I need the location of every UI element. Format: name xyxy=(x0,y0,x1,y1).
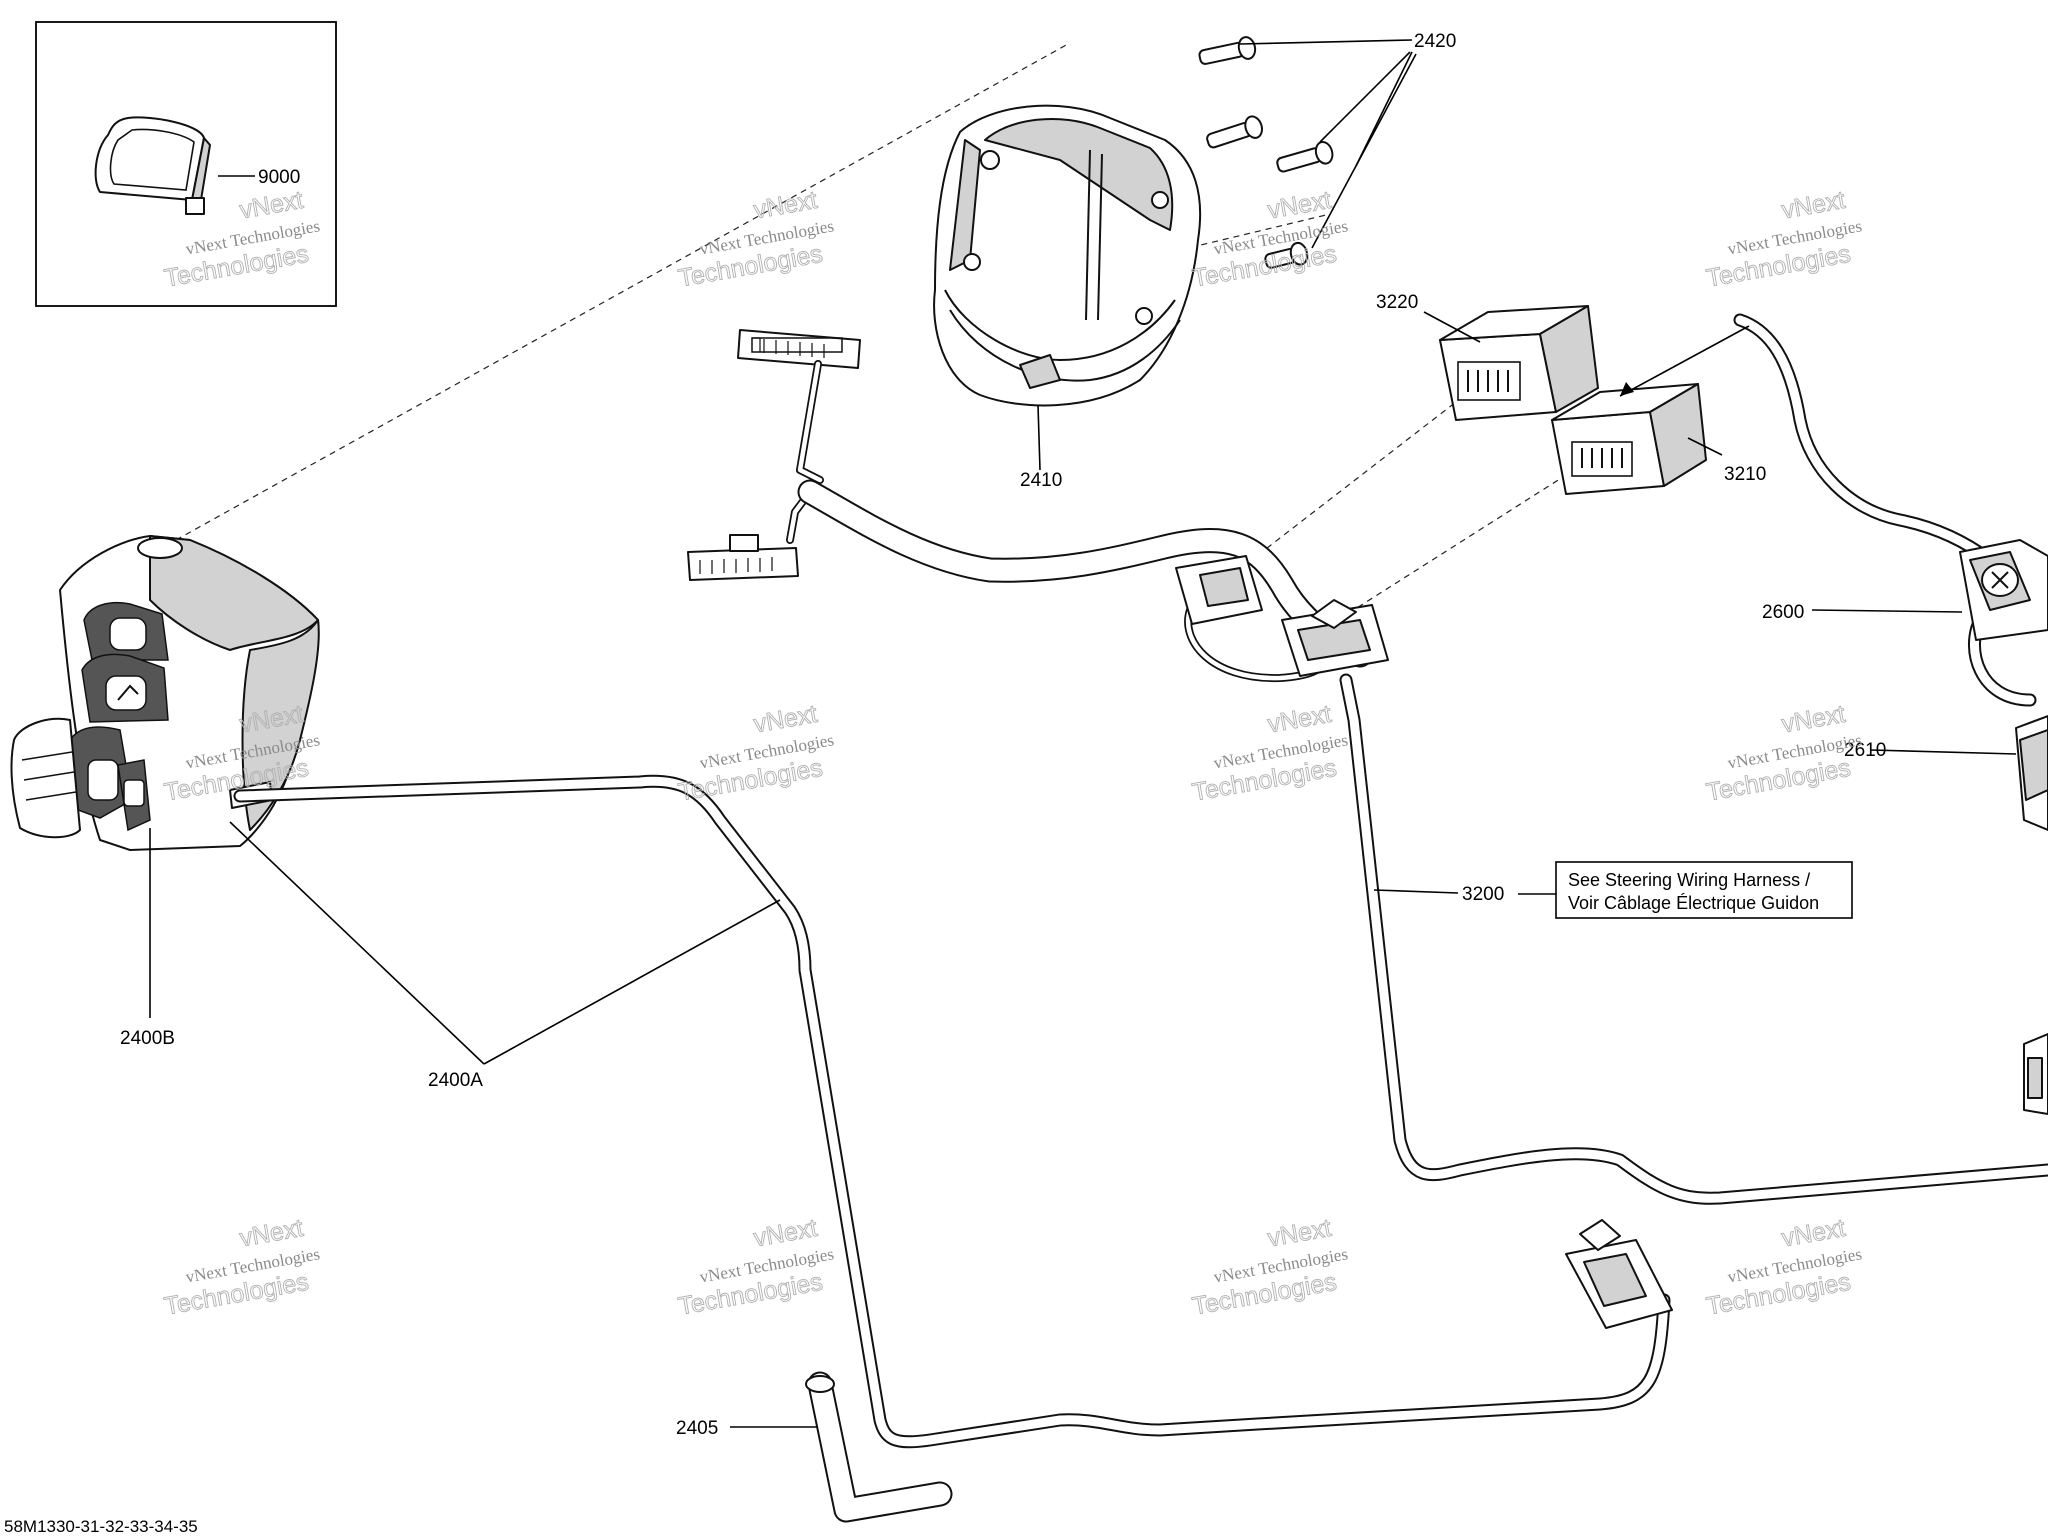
screws-2420 xyxy=(1198,36,1334,269)
callout-2410: 2410 xyxy=(1020,470,1062,491)
watermark-arc-text: vNext xyxy=(238,1214,306,1253)
callout-3220: 3220 xyxy=(1376,292,1418,313)
callout-2405: 2405 xyxy=(676,1418,718,1439)
watermark-arc-text: vNext xyxy=(1266,700,1334,739)
housing-2410 xyxy=(933,104,1202,407)
watermark-arc-text: vNext xyxy=(1780,700,1848,739)
top-harness xyxy=(786,360,1373,683)
note-box: See Steering Wiring Harness / Voir Câbla… xyxy=(1555,861,1853,919)
screw xyxy=(1198,36,1257,65)
callout-2610: 2610 xyxy=(1844,740,1886,761)
connector-top-left xyxy=(737,329,861,369)
connector-bottom xyxy=(1565,1219,1673,1329)
tube-2405 xyxy=(805,1371,953,1523)
watermark-arc-text: vNext xyxy=(752,1214,820,1253)
switch-assembly-2400 xyxy=(10,535,320,851)
connector-3220 xyxy=(1439,305,1599,421)
watermark-arc-text: vNext xyxy=(752,186,820,225)
leader-lines xyxy=(149,39,2017,1428)
part-9000-bracket xyxy=(94,116,211,215)
inset-box xyxy=(35,21,337,307)
note-line-2: Voir Câblage Électrique Guidon xyxy=(1568,893,1819,913)
connector-3210 xyxy=(1551,383,1707,495)
watermark-arc-text: vNext xyxy=(1780,186,1848,225)
part-2610 xyxy=(2015,715,2048,831)
watermark-arc-text: vNext xyxy=(1266,186,1334,225)
callout-3200: 3200 xyxy=(1462,884,1504,905)
watermark-arc-text: vNext xyxy=(1780,1214,1848,1253)
callout-2400A: 2400A xyxy=(428,1070,483,1091)
harness-right xyxy=(1733,313,2037,707)
screw xyxy=(1206,115,1263,149)
part-2600 xyxy=(1959,539,2048,641)
watermark-arc-text: vNext xyxy=(752,700,820,739)
callouts: 9000 2420 2410 3220 3210 2600 2610 3200 … xyxy=(120,31,1886,1439)
callout-2420: 2420 xyxy=(1414,31,1456,52)
callout-9000: 9000 xyxy=(258,167,300,188)
callout-2600: 2600 xyxy=(1762,602,1804,623)
assembly-lines xyxy=(175,43,1575,626)
screw xyxy=(1264,241,1309,269)
document-id: 58M1330-31-32-33-34-35 xyxy=(4,1517,198,1536)
note-line-1: See Steering Wiring Harness / xyxy=(1568,870,1810,890)
connector-pair xyxy=(1175,555,1389,677)
harness-2400A xyxy=(233,774,1671,1449)
watermark-arc-text: vNext xyxy=(1266,1214,1334,1253)
callout-2400B: 2400B xyxy=(120,1028,175,1049)
screw xyxy=(1276,140,1334,173)
part-edge-right xyxy=(2023,1033,2048,1115)
connector-mid-left xyxy=(687,534,799,581)
harness-3200 xyxy=(1339,673,2048,1205)
callout-3210: 3210 xyxy=(1724,464,1766,485)
